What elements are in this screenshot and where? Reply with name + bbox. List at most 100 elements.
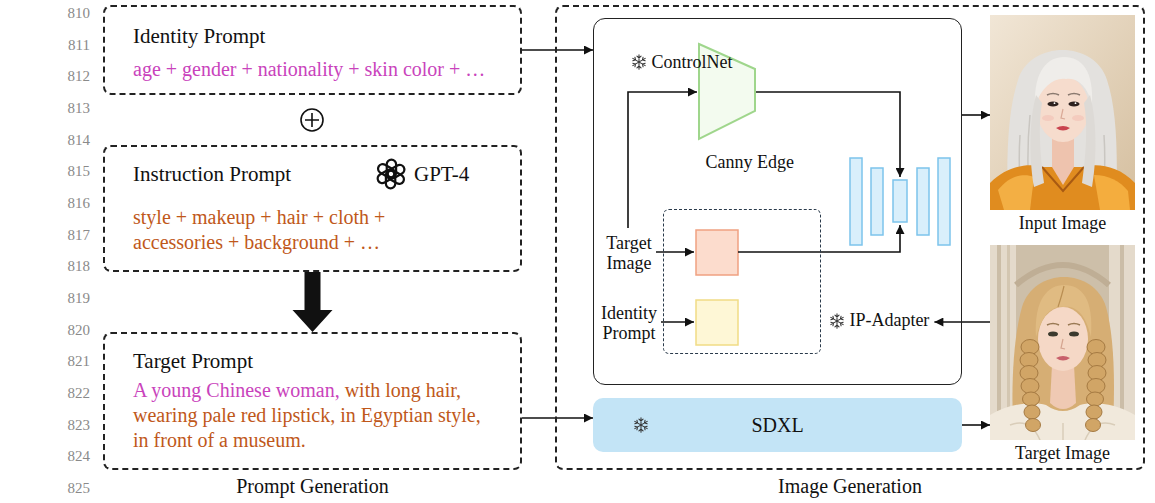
snowflake-icon xyxy=(632,55,647,69)
connector-arrow xyxy=(522,49,593,51)
label-slot: 822 xyxy=(40,384,90,402)
flow-arrow xyxy=(293,272,333,332)
unet-bar xyxy=(871,168,883,235)
dashed-group xyxy=(663,209,821,354)
connector-arrow xyxy=(962,424,990,426)
snowflake-icon xyxy=(633,417,649,433)
snowflake-icon xyxy=(631,54,647,70)
plus-circle xyxy=(301,109,323,131)
text-slot: IP-Adapter xyxy=(849,310,929,330)
prompt-box: Target Prompt A young Chinese woman,with … xyxy=(103,332,522,470)
label-slot: 816 xyxy=(40,194,90,212)
snowflake-icon xyxy=(830,314,845,328)
line-number: 825 xyxy=(68,480,91,496)
label-slot: Prompt Generation xyxy=(103,474,522,498)
node-text: A young Chinese woman, xyxy=(133,379,340,401)
controlnet-block: ControlNetCanny Edge xyxy=(627,44,797,179)
text-slot: Identity Prompt xyxy=(133,23,265,49)
image-panel: Input Image xyxy=(990,15,1135,237)
unet-bar xyxy=(893,180,907,222)
text-slot: ControlNet xyxy=(651,52,732,72)
node-text: Identity Prompt xyxy=(133,24,265,48)
image-encoder-block xyxy=(696,230,738,275)
text-slot: Input Image xyxy=(990,213,1135,233)
snowflake-icon xyxy=(634,418,649,432)
line-number: 822 xyxy=(68,385,91,401)
sdxl-bar: SDXL xyxy=(593,398,962,452)
node-text: age + gender + nationality + skin color … xyxy=(133,58,485,80)
text-slot: A young Chinese woman,with long hair, we… xyxy=(133,378,496,453)
line-number: 818 xyxy=(68,258,91,274)
label-slot: 818 xyxy=(40,257,90,275)
image-panel: Target Image xyxy=(990,245,1135,467)
line-number: 811 xyxy=(68,37,90,53)
text-slot: Image Generation xyxy=(555,474,1145,498)
label-slot: 821 xyxy=(40,352,90,370)
text-slot: SDXL xyxy=(593,413,962,437)
node-text: style + makeup + hair + cloth + accessor… xyxy=(133,206,385,253)
text-slot: style + makeup + hair + cloth + accessor… xyxy=(133,205,433,255)
label-slot: 814 xyxy=(40,131,90,149)
node-text: Target Image xyxy=(606,233,651,273)
label-slot: 817 xyxy=(40,226,90,244)
text-slot: Instruction Prompt xyxy=(133,161,291,187)
node-text: Target Prompt xyxy=(133,349,253,373)
line-number: 817 xyxy=(68,227,91,243)
label-slot: 823 xyxy=(40,416,90,434)
ip-adapter-block: IP-Adapter xyxy=(663,209,934,354)
wire xyxy=(738,225,900,252)
unet-bar xyxy=(917,168,929,235)
line-number: 821 xyxy=(68,353,91,369)
target-portrait xyxy=(990,245,1135,440)
line-number: 819 xyxy=(68,290,91,306)
gpt-logo xyxy=(374,157,408,191)
line-number: 816 xyxy=(68,195,91,211)
connector-arrow xyxy=(962,114,990,116)
connector-arrow xyxy=(522,417,593,419)
label-slot: 812 xyxy=(40,67,90,85)
wire xyxy=(656,251,694,253)
line-number: 810 xyxy=(68,5,91,21)
line-number: 812 xyxy=(68,68,91,84)
input-portrait xyxy=(990,15,1135,210)
line-number: 824 xyxy=(68,448,91,464)
unet-bar xyxy=(850,158,862,245)
node-text: GPT-4 xyxy=(414,162,469,186)
text-slot: GPT-4 xyxy=(414,161,469,187)
node-text: Target Image xyxy=(1015,443,1110,463)
text-encoder-block xyxy=(696,300,738,345)
line-number: 823 xyxy=(68,417,91,433)
wire xyxy=(661,321,694,323)
node-text: Canny Edge xyxy=(705,152,793,172)
node-text: ControlNet xyxy=(651,52,732,72)
node-text: Identity Prompt xyxy=(601,303,657,343)
label-slot: 824 xyxy=(40,447,90,465)
node-text: Instruction Prompt xyxy=(133,162,291,186)
text-slot: Target Image xyxy=(990,443,1135,463)
stage-region: ControlNetCanny EdgeIP-AdapterTarget Ima… xyxy=(555,5,1145,500)
node-text: IP-Adapter xyxy=(849,310,929,330)
input-portrait xyxy=(990,15,1135,210)
text-slot: Canny Edge xyxy=(705,152,793,172)
line-number: 813 xyxy=(68,100,91,116)
text-slot: Target Prompt xyxy=(133,348,253,374)
plus-sign xyxy=(305,113,319,127)
node-text: Input Image xyxy=(1019,213,1106,233)
text-slot: age + gender + nationality + skin color … xyxy=(133,57,485,82)
line-number: 814 xyxy=(68,132,91,148)
label-slot: 819 xyxy=(40,289,90,307)
unet-bar xyxy=(938,158,950,245)
label-slot: 820 xyxy=(40,321,90,339)
label-slot: 811 xyxy=(40,36,90,54)
snowflake-icon xyxy=(829,313,845,329)
label-slot: 810 xyxy=(40,4,90,22)
line-number: 820 xyxy=(68,322,91,338)
line-number: 815 xyxy=(68,163,91,179)
node-text: SDXL xyxy=(751,414,803,436)
node-text: Image Generation xyxy=(778,475,922,497)
model-box: ControlNetCanny EdgeIP-Adapter Target Ima… xyxy=(593,18,962,385)
text-slot: Target Image xyxy=(597,233,661,273)
label-slot: 825 xyxy=(40,479,90,497)
wire xyxy=(628,92,697,228)
